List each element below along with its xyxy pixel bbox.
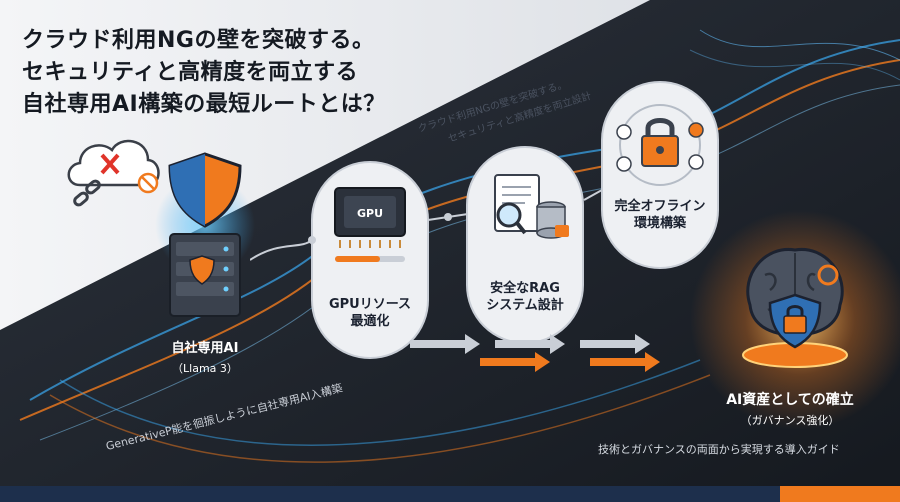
goal-subtitle: （ガバナンス強化） [740, 414, 840, 427]
rag-title-1: 安全なRAG [490, 281, 560, 296]
offline-step-card [601, 81, 719, 269]
headline-line-3: 自社専用AI構築の最短ルートとは？ [22, 92, 386, 117]
brain-shield-icon [742, 247, 848, 368]
gpu-step-card: GPU [311, 161, 429, 359]
footer-caption: 技術とガバナンスの両面から実現する導入ガイド [598, 443, 840, 456]
offline-title-1: 完全オフライン [614, 199, 706, 214]
rag-title-2: システム設計 [486, 298, 564, 313]
headline-line-1: クラウド利用NGの壁を突破する。 [22, 28, 375, 53]
server-subtitle: （Llama 3） [172, 362, 238, 375]
goal-title: AI資産としての確立 [726, 392, 854, 408]
gpu-title-1: GPUリソース [328, 297, 412, 312]
server-title: 自社専用AI [171, 341, 239, 356]
headline-line-2: セキュリティと高精度を両立する [22, 60, 359, 85]
rag-step-card [466, 146, 584, 344]
gpu-chip-label: GPU [357, 207, 383, 220]
flow-arrows [250, 189, 660, 372]
gpu-title-2: 最適化 [350, 314, 390, 329]
shield-server-icon [168, 152, 242, 317]
offline-title-2: 環境構築 [633, 216, 686, 231]
cloud-blocked-icon [67, 139, 160, 207]
